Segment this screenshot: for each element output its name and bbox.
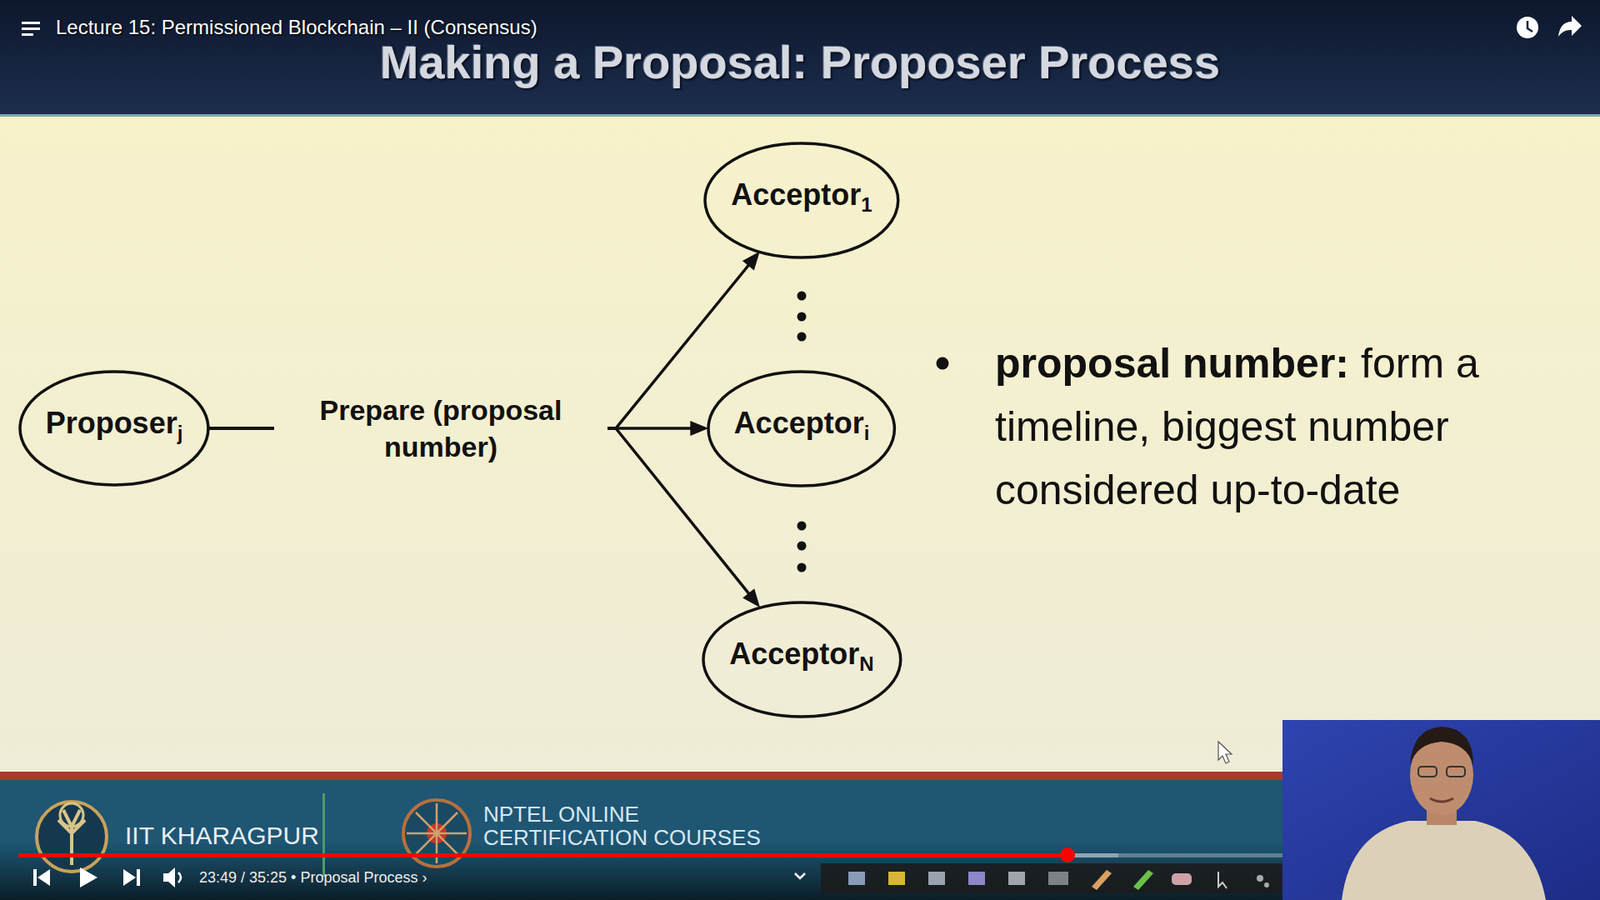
presenter-video <box>1410 726 1474 765</box>
player-controls <box>80 867 98 888</box>
annotation-toolbar <box>820 863 1288 894</box>
ellipse-outline <box>708 371 895 486</box>
ellipse-outline <box>703 602 901 717</box>
message-label: Prepare (proposal number) <box>274 390 608 467</box>
annotation-toolbar <box>1264 882 1270 888</box>
presenter-video <box>1341 820 1546 900</box>
annotation-toolbar <box>888 871 905 885</box>
watch-later-icon <box>1516 16 1539 39</box>
watch-later-icon <box>1516 16 1539 39</box>
iit-logo <box>36 801 107 872</box>
node-ellipse: AcceptorN <box>701 600 903 719</box>
ellipsis-dots <box>797 521 807 531</box>
footer-divider <box>322 793 325 877</box>
node-text: AcceptorN <box>729 636 874 682</box>
presenter-video <box>1282 720 1600 900</box>
node-name: Proposer <box>45 405 178 440</box>
progress-bar <box>18 853 1119 858</box>
annotation-toolbar <box>848 871 865 885</box>
node-name: Acceptor <box>734 405 865 440</box>
annotation-toolbar <box>1256 875 1264 882</box>
presenter-video <box>1430 798 1454 802</box>
menu-icon <box>21 21 40 36</box>
arrowhead <box>690 420 709 436</box>
arrowhead <box>742 588 760 608</box>
progress-bar <box>18 853 1068 858</box>
node-subscript: i <box>864 421 870 445</box>
ellipsis-dots <box>797 291 807 301</box>
node-text: Acceptor1 <box>730 177 872 223</box>
watch-later-icon <box>1527 20 1533 32</box>
share-icon <box>1558 15 1582 37</box>
course-brand: CERTIFICATION COURSES <box>483 825 761 850</box>
annotation-toolbar <box>1091 870 1112 890</box>
bullet-term: proposal number: <box>995 340 1350 387</box>
annotation-toolbar <box>1133 870 1154 890</box>
node-text: Acceptori <box>734 405 870 451</box>
video-title: Lecture 15: Permissioned Blockchain – II… <box>55 13 538 42</box>
player-controls <box>163 867 175 888</box>
title-bar <box>0 0 1600 117</box>
ellipsis-dots <box>797 332 807 342</box>
annotation-toolbar <box>1171 873 1192 885</box>
menu-icon <box>21 33 34 36</box>
annotation-toolbar <box>968 871 985 885</box>
node-name: Acceptor <box>729 636 860 671</box>
course-brand: NPTEL ONLINE <box>483 801 640 827</box>
iit-logo <box>36 801 107 872</box>
player-controls <box>178 872 181 883</box>
node-text: Proposerj <box>45 405 184 451</box>
mouse-cursor <box>1218 741 1232 764</box>
annotation-toolbar <box>928 871 945 885</box>
ellipsis-dots <box>797 312 807 322</box>
bullet-dot <box>936 357 950 370</box>
node-ellipse: Acceptor1 <box>703 141 900 260</box>
annotation-toolbar <box>1008 871 1025 885</box>
menu-icon <box>21 27 40 30</box>
player-controls <box>37 869 50 886</box>
annotation-toolbar <box>820 863 1288 894</box>
player-controls <box>33 869 37 886</box>
node-subscript: j <box>177 421 184 445</box>
slide-body <box>0 116 1600 774</box>
annotation-toolbar <box>1218 871 1227 889</box>
slide-title: Making a Proposal: Proposer Process <box>0 33 1600 92</box>
ellipse-outline <box>20 371 209 485</box>
player-controls <box>123 869 136 886</box>
node-subscript: 1 <box>860 193 872 216</box>
node-name: Acceptor <box>730 177 861 212</box>
ellipsis-dots <box>797 541 807 551</box>
menu-icon <box>21 21 40 25</box>
player-controls <box>136 869 140 886</box>
bullet-paragraph: proposal number:form a timeline, biggest… <box>995 331 1570 522</box>
annotation-toolbar <box>1048 871 1069 885</box>
arrowhead <box>742 251 760 271</box>
ellipse-outline <box>705 143 899 258</box>
node-subscript: N <box>859 652 874 675</box>
presenter-video <box>1418 766 1437 777</box>
title-bar-rule <box>0 114 1600 117</box>
institute-name: IIT KHARAGPUR <box>125 820 320 852</box>
presenter-video <box>1282 720 1600 900</box>
node-ellipse: Acceptori <box>706 370 896 488</box>
progress-bar <box>1060 847 1075 863</box>
time-display: 23:49 / 35:25 • Proposal Process › <box>199 868 427 887</box>
player-controls <box>795 873 805 879</box>
iit-logo <box>60 803 84 827</box>
node-ellipse: Proposerj <box>18 370 210 487</box>
presenter-video <box>1446 766 1465 777</box>
ellipsis-dots <box>797 563 807 573</box>
